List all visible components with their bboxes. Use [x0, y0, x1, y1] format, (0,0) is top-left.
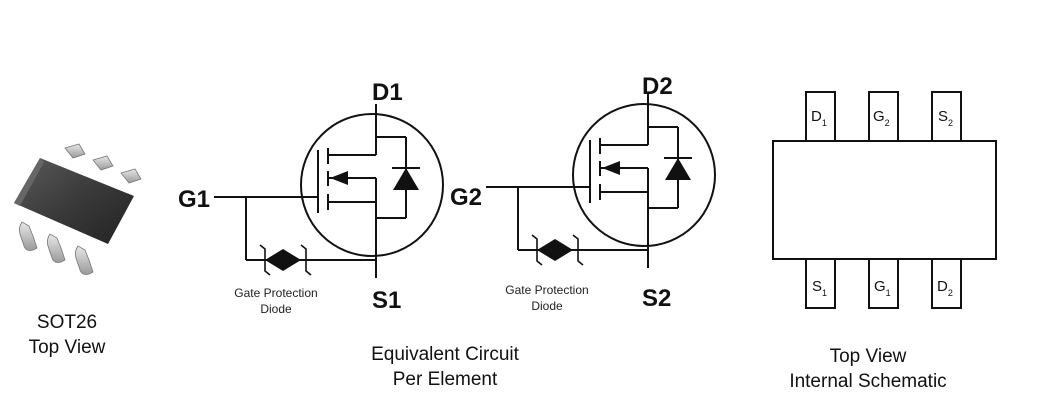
pin-top-3-label: S2: [938, 108, 953, 128]
pin-bottom-2-label: G1: [874, 278, 891, 298]
mosfet-2-diode-label-1: Gate Protection: [505, 283, 588, 297]
mosfet-1-symbol: [213, 103, 444, 279]
mosfet-2-drain-label: D2: [642, 73, 673, 100]
pin-bottom-3-label: D2: [937, 278, 953, 298]
pin-top-1: [805, 91, 836, 142]
mosfet-1-drain-label: D1: [372, 79, 403, 106]
schematic-caption-line-2: Internal Schematic: [789, 371, 946, 392]
pin-top-3: [931, 91, 962, 142]
pin-bottom-2: [868, 258, 899, 309]
pin-bottom-1: [805, 258, 836, 309]
circuit-caption-line-2: Per Element: [393, 369, 498, 390]
package-name-label: SOT26: [37, 312, 97, 333]
pin-top-1-label: D1: [811, 108, 827, 128]
package-view-label: Top View: [29, 337, 106, 358]
pin-top-2-label: G2: [873, 108, 890, 128]
mosfet-1-gate-label: G1: [178, 186, 210, 213]
mosfet-1-source-label: S1: [372, 287, 401, 314]
sot26-package-image: [14, 143, 142, 275]
circuit-caption-line-1: Equivalent Circuit: [371, 344, 520, 365]
mosfet-2-diode-label-2: Diode: [531, 299, 563, 313]
mosfet-2-symbol: [485, 93, 716, 269]
mosfet-2-gate-label: G2: [450, 184, 482, 211]
mosfet-2-source-label: S2: [642, 285, 671, 312]
schematic-caption-line-1: Top View: [830, 346, 907, 367]
pin-top-2: [868, 91, 899, 142]
mosfet-1-diode-label-2: Diode: [260, 302, 292, 316]
internal-schematic: [772, 91, 997, 309]
mosfet-1-diode-label-1: Gate Protection: [234, 286, 317, 300]
pin-bottom-1-label: S1: [812, 278, 827, 298]
pin-bottom-3: [931, 258, 962, 309]
